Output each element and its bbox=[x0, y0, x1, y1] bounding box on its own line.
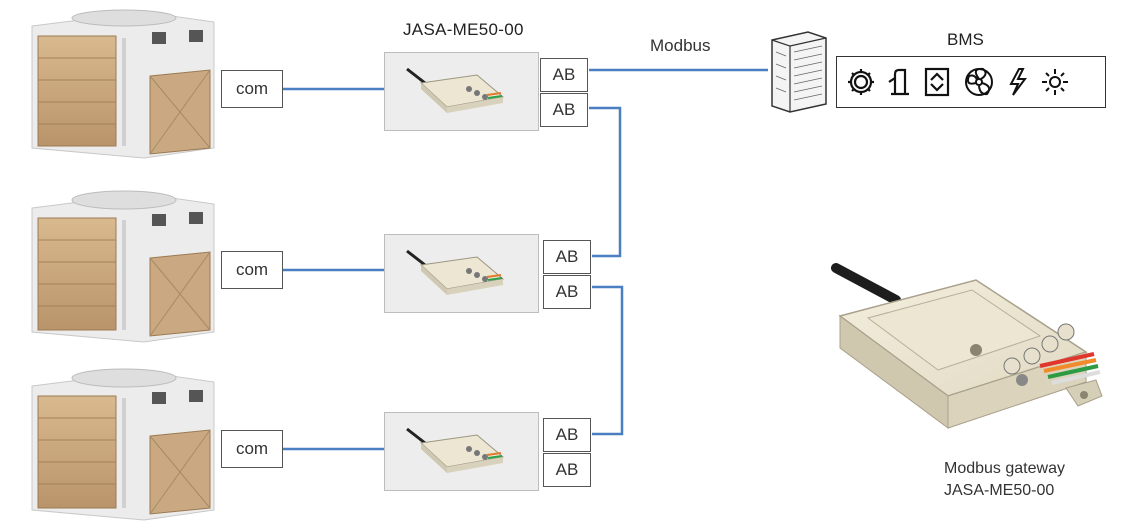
gateway-device-2 bbox=[384, 234, 539, 313]
gear-icon bbox=[848, 69, 874, 95]
gateway-device-large bbox=[826, 256, 1122, 442]
ab-port-3-bottom: AB bbox=[543, 453, 591, 487]
sun-icon bbox=[1042, 69, 1068, 95]
gateway-image bbox=[406, 427, 505, 473]
com-port-3: com bbox=[221, 430, 283, 468]
com-port-2: com bbox=[221, 251, 283, 289]
ab-port-2-bottom: AB bbox=[543, 275, 591, 309]
rooftop-ac-unit-2 bbox=[24, 186, 220, 346]
modbus-label: Modbus bbox=[650, 36, 711, 55]
bms-server-icon bbox=[766, 30, 830, 114]
wire-chain-2 bbox=[592, 285, 624, 436]
bms-title: BMS bbox=[947, 30, 984, 49]
gateway-device-1 bbox=[384, 52, 539, 131]
door-icon bbox=[888, 68, 909, 96]
wire-chain-1 bbox=[589, 106, 622, 258]
ab-port-3-top: AB bbox=[543, 418, 591, 452]
gateway-caption: Modbus gateway JASA-ME50-00 bbox=[944, 458, 1065, 502]
gateway-image bbox=[406, 67, 505, 113]
fan-icon bbox=[965, 67, 993, 96]
ab-port-2-top: AB bbox=[543, 240, 591, 274]
com-port-1: com bbox=[221, 70, 283, 108]
caption-line-2: JASA-ME50-00 bbox=[944, 482, 1055, 499]
gateway-image bbox=[406, 249, 505, 295]
ab-port-1-top: AB bbox=[540, 58, 588, 92]
gateway-device-3 bbox=[384, 412, 539, 491]
rooftop-ac-unit-3 bbox=[24, 364, 220, 524]
vent-updown-icon bbox=[924, 67, 950, 97]
ab-port-1-bottom: AB bbox=[540, 93, 588, 127]
gateway-title: JASA-ME50-00 bbox=[403, 20, 524, 39]
caption-line-1: Modbus gateway bbox=[944, 460, 1065, 477]
lightning-icon bbox=[1009, 68, 1027, 96]
rooftop-ac-unit-1 bbox=[24, 8, 220, 164]
bms-icon-panel bbox=[836, 56, 1106, 108]
